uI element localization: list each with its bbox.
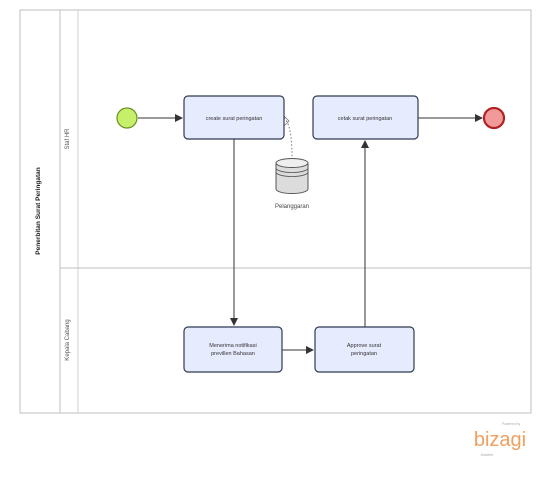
task-menerima-label-line1: Menerima notifikasi [209,343,256,349]
brand-tagline: Powered by [502,422,521,426]
task-approve-label-line2: peringatan [351,351,377,357]
datastore-pelanggaran[interactable] [275,158,309,194]
task-create-label: create surat peringatan [206,116,263,122]
data-association [283,117,293,159]
end-event[interactable] [482,106,506,130]
lane-label-staff: Staf HR [65,128,71,150]
pool-title: Penerbitan Surat Peringatan [35,167,42,254]
task-cetak-label: cetak surat peringatan [338,116,392,122]
start-event[interactable] [116,107,138,129]
task-cetak[interactable]: cetak surat peringatan [312,95,419,140]
brand-logo: bizagi [474,429,526,451]
task-create[interactable]: create surat peringatan [183,95,285,140]
task-menerima[interactable]: Menerima notifikasi previllen Bahasan [183,326,283,373]
task-approve[interactable]: Approve surat peringatan [314,326,415,373]
data-association-arrow [283,115,290,127]
datastore-label: Pelanggaran [275,204,309,210]
lane-label-kepala: Kepala Cabang [65,319,71,360]
task-approve-label-line1: Approve surat [347,343,382,349]
task-menerima-label-line2: previllen Bahasan [211,351,255,357]
brand-sub: Modeler [481,453,494,457]
